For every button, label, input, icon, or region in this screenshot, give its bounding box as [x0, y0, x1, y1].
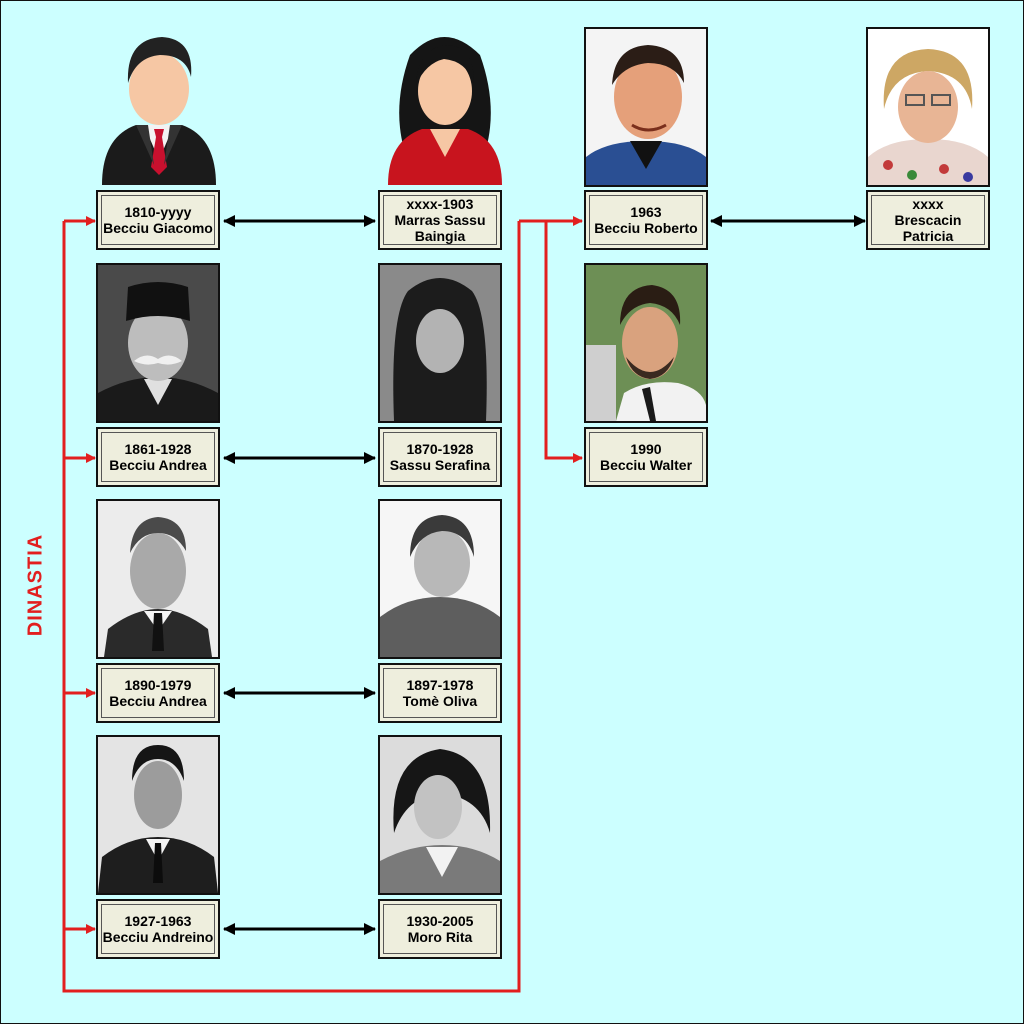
- photo-andrea-1861: [96, 263, 220, 423]
- person-name: Becciu Roberto: [594, 220, 698, 236]
- photo-patricia: [866, 27, 990, 187]
- person-name: Becciu Andrea: [109, 457, 207, 473]
- female-avatar-icon: [388, 37, 502, 185]
- birth-death-years: 1861-1928: [124, 441, 192, 457]
- person-name-line2: Patricia: [902, 228, 954, 244]
- person-name: Becciu Andrea: [109, 693, 207, 709]
- photo-roberto: [584, 27, 708, 187]
- birth-death-years: 1930-2005: [406, 913, 474, 929]
- birth-death-years: 1990: [630, 441, 662, 457]
- person-card-rita[interactable]: 1930-2005 Moro Rita: [378, 899, 502, 959]
- person-card-giacomo[interactable]: 1810-yyyy Becciu Giacomo: [96, 190, 220, 250]
- birth-death-years: 1810-yyyy: [124, 204, 192, 220]
- person-card-roberto[interactable]: 1963 Becciu Roberto: [584, 190, 708, 250]
- dynasty-branch-line: [544, 221, 583, 463]
- person-card-andreino[interactable]: 1927-1963 Becciu Andreino: [96, 899, 220, 959]
- dynasty-line: [62, 221, 521, 993]
- person-card-serafina[interactable]: 1870-1928 Sassu Serafina: [378, 427, 502, 487]
- person-name: Moro Rita: [407, 929, 473, 945]
- photo-rita: [378, 735, 502, 895]
- male-avatar-icon: [102, 37, 216, 185]
- photo-oliva: [378, 499, 502, 659]
- birth-death-years: 1927-1963: [124, 913, 192, 929]
- dynasty-side-label: DINASTIA: [24, 533, 47, 637]
- birth-death-years: 1963: [630, 204, 662, 220]
- birth-death-years: xxxx: [912, 196, 944, 212]
- person-name: Tomè Oliva: [402, 693, 478, 709]
- person-card-baingia[interactable]: xxxx-1903 Marras Sassu Baingia: [378, 190, 502, 250]
- photo-andreino: [96, 735, 220, 895]
- birth-death-years: 1890-1979: [124, 677, 192, 693]
- person-name: Marras Sassu: [394, 212, 486, 228]
- person-card-oliva[interactable]: 1897-1978 Tomè Oliva: [378, 663, 502, 723]
- photo-serafina: [378, 263, 502, 423]
- person-card-andrea-1861[interactable]: 1861-1928 Becciu Andrea: [96, 427, 220, 487]
- photo-walter: [584, 263, 708, 423]
- person-name-line2: Baingia: [414, 228, 466, 244]
- person-name: Becciu Andreino: [102, 929, 214, 945]
- person-card-andrea-1890[interactable]: 1890-1979 Becciu Andrea: [96, 663, 220, 723]
- person-name: Becciu Giacomo: [103, 220, 213, 236]
- birth-death-years: 1897-1978: [406, 677, 474, 693]
- person-card-walter[interactable]: 1990 Becciu Walter: [584, 427, 708, 487]
- person-name: Sassu Serafina: [389, 457, 491, 473]
- birth-death-years: xxxx-1903: [406, 196, 474, 212]
- person-name: Brescacin: [894, 212, 962, 228]
- person-name: Becciu Walter: [599, 457, 693, 473]
- person-card-patricia[interactable]: xxxx Brescacin Patricia: [866, 190, 990, 250]
- birth-death-years: 1870-1928: [406, 441, 474, 457]
- photo-andrea-1890: [96, 499, 220, 659]
